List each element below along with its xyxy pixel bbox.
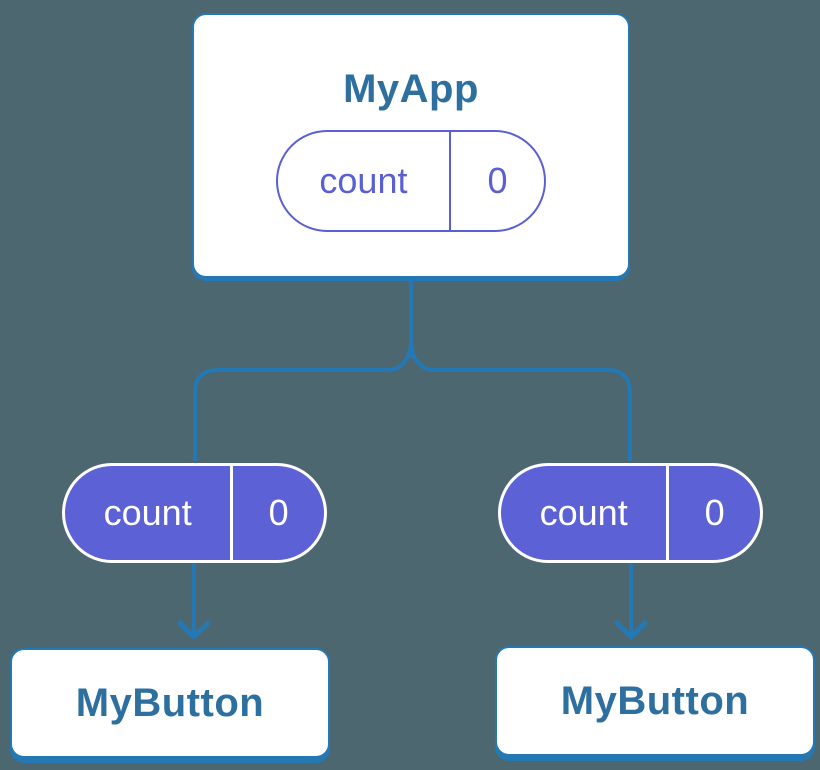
- arrow-right-head-icon: [614, 620, 648, 640]
- mybutton-card-right: MyButton: [495, 646, 815, 756]
- connector-branch-left: [193, 339, 413, 461]
- prop-pill-label: count: [539, 492, 628, 533]
- state-pill-label: count: [319, 160, 408, 201]
- right-prop-pill: count 0: [498, 463, 763, 563]
- myapp-card: MyApp count 0: [192, 13, 630, 278]
- myapp-card-title: MyApp: [343, 67, 479, 111]
- connector-branch-right: [409, 339, 632, 461]
- prop-pill-value: 0: [230, 466, 324, 560]
- arrow-left-head-icon: [177, 620, 211, 640]
- prop-pill-label: count: [103, 492, 192, 533]
- state-pill-value: 0: [448, 132, 544, 230]
- mybutton-card-title: MyButton: [75, 680, 265, 725]
- prop-pill-value: 0: [666, 466, 760, 560]
- mybutton-card-title: MyButton: [560, 678, 750, 723]
- myapp-state-pill: count 0: [276, 130, 546, 232]
- left-prop-pill: count 0: [62, 463, 327, 563]
- mybutton-card-left: MyButton: [10, 648, 330, 758]
